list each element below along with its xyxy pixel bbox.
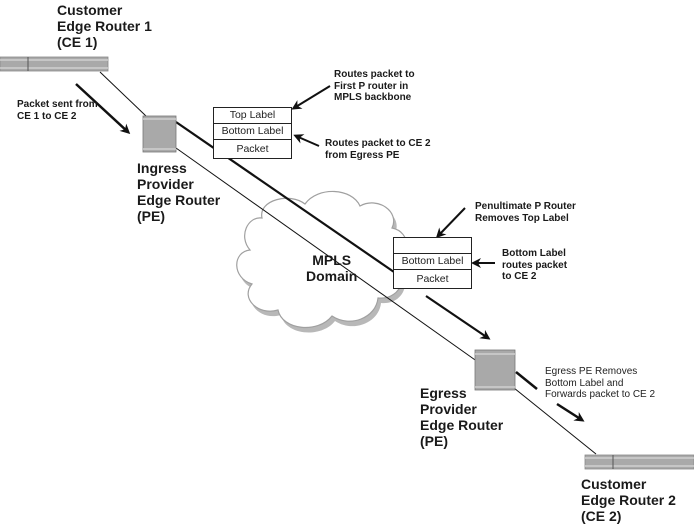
- stack-row-top-label: Top Label: [214, 108, 291, 124]
- egress-pe-label: Egress Provider Edge Router (PE): [420, 385, 504, 450]
- ingress-pe-label: Ingress Provider Edge Router (PE): [137, 160, 221, 225]
- mpls-cloud: [236, 190, 410, 333]
- arrow-egress-stub: [515, 371, 538, 390]
- ce1-label: Customer Edge Router 1 (CE 1): [57, 2, 152, 51]
- link-ce1-ingress: [99, 71, 147, 117]
- stack-row-empty-top: [394, 238, 471, 254]
- mpls-domain-label: MPLS Domain: [306, 252, 358, 285]
- annotation-bottom-label-routes: Bottom Label routes packet to CE 2: [502, 248, 568, 282]
- label-stack-penultimate: Bottom Label Packet: [393, 237, 472, 289]
- arrow-bottom-label: [293, 134, 320, 147]
- label-stack-ingress: Top Label Bottom Label Packet: [213, 107, 292, 159]
- annotation-bottom-label-route: Routes packet to CE 2 from Egress PE: [325, 138, 431, 161]
- ce2-router-icon: [584, 454, 694, 470]
- annotation-penultimate: Penultimate P Router Removes Top Label: [475, 201, 576, 224]
- annotation-top-label-route: Routes packet to First P router in MPLS …: [334, 69, 415, 103]
- arrow-egress-forward: [556, 402, 585, 422]
- ce2-label: Customer Edge Router 2 (CE 2): [581, 476, 676, 525]
- stack-row-bottom-label: Bottom Label: [214, 124, 291, 140]
- stack-row-packet: Packet: [416, 273, 449, 285]
- ingress-pe-router-icon: [142, 115, 177, 153]
- arrow-top-label: [291, 85, 331, 110]
- arrow-packet-sent: [75, 83, 131, 135]
- stack-row-packet: Packet: [236, 143, 269, 155]
- stack-row-bottom-label: Bottom Label: [394, 254, 471, 270]
- annotation-egress-removes: Egress PE Removes Bottom Label and Forwa…: [545, 366, 656, 400]
- egress-pe-router-icon: [474, 349, 516, 391]
- arrow-penultimate: [435, 207, 466, 239]
- annotation-packet-sent: Packet sent from CE 1 to CE 2: [17, 99, 98, 122]
- link-egress-ce2: [513, 387, 597, 455]
- packet-path-stack2-to-egress: [425, 295, 491, 340]
- link-ingress-egress-lower: [175, 147, 479, 363]
- ce1-router-icon: [0, 56, 109, 72]
- packet-path-ingress-to-stack2: [175, 121, 395, 273]
